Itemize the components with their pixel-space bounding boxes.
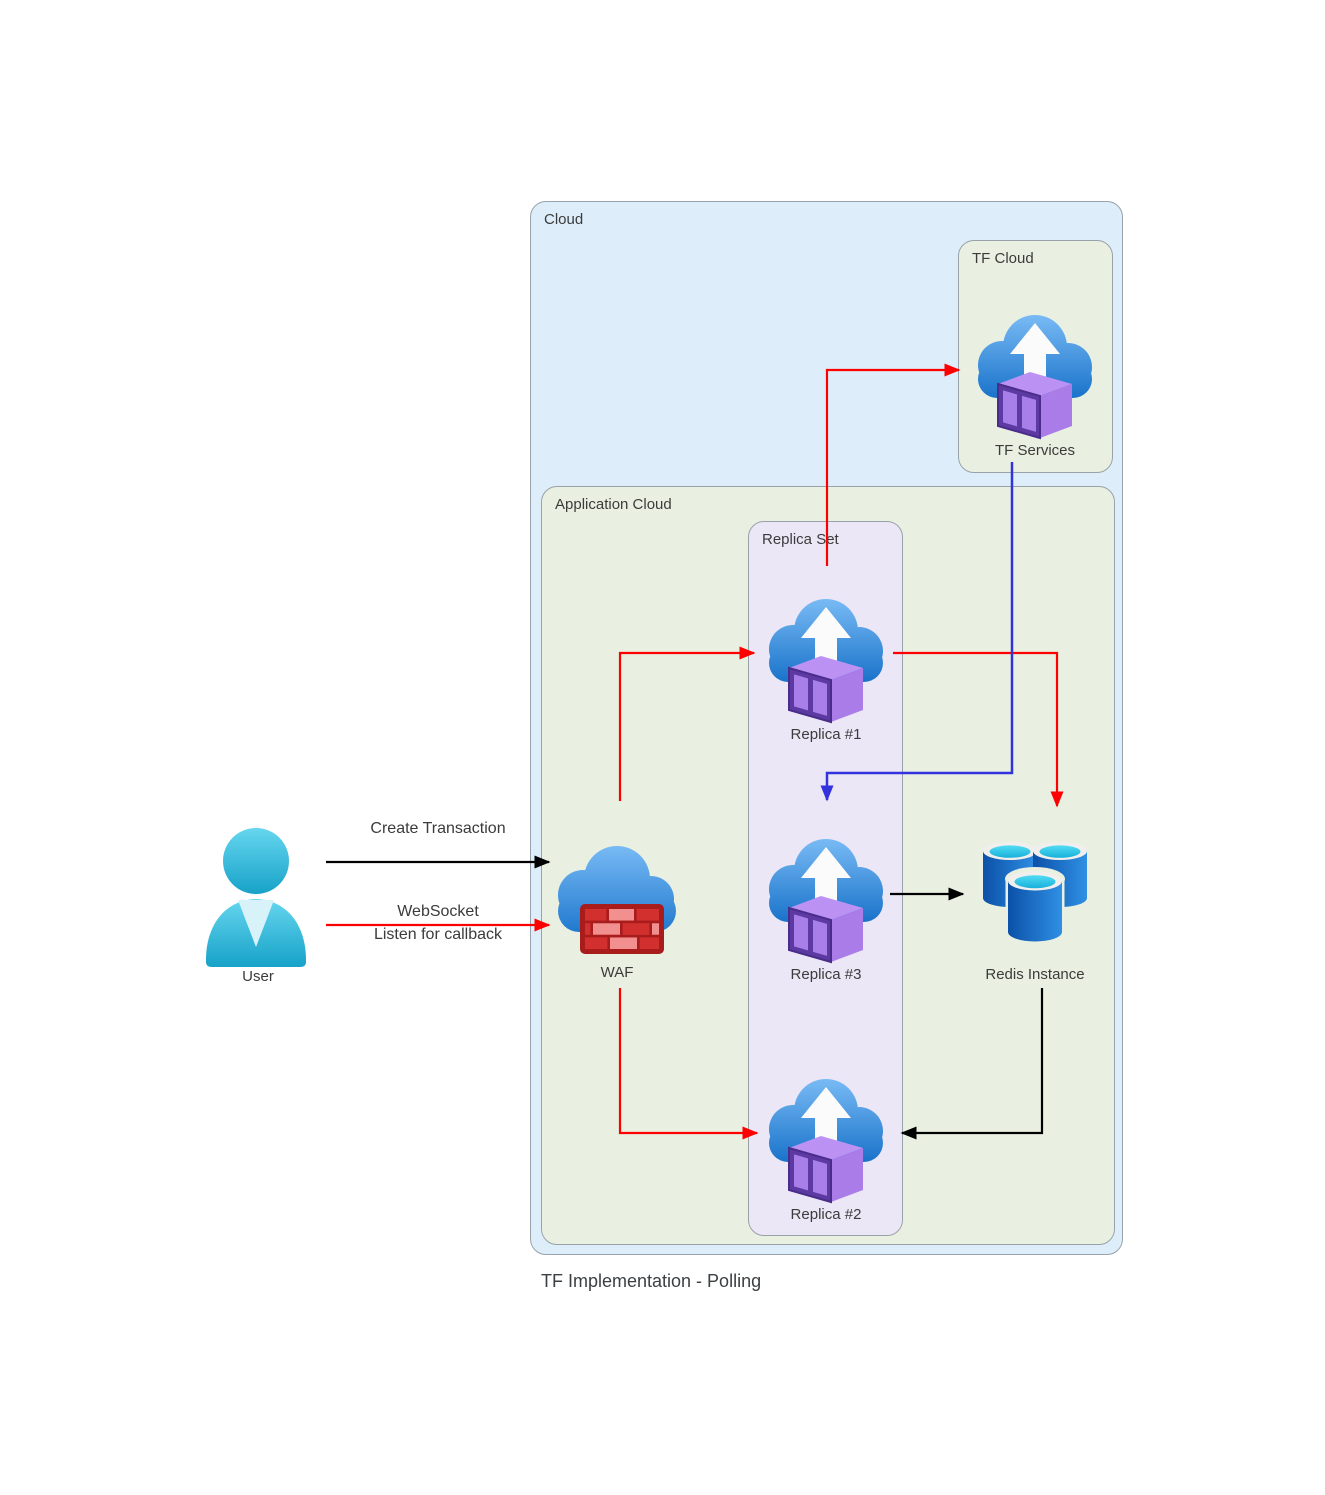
replica-1-caption: Replica #1 xyxy=(790,726,862,743)
node-user: User xyxy=(188,826,328,985)
waf-caption: WAF xyxy=(600,964,634,981)
node-waf: WAF xyxy=(547,838,687,981)
cloud-container-icon xyxy=(765,832,887,964)
replica-3-caption: Replica #3 xyxy=(790,966,862,983)
create-transaction-label: Create Transaction xyxy=(370,820,506,837)
replica-2-caption: Replica #2 xyxy=(790,1206,862,1223)
node-replica-1: Replica #1 xyxy=(756,592,896,743)
websocket-label: WebSocket xyxy=(397,903,479,920)
diagram-title: TF Implementation - Polling xyxy=(541,1271,762,1291)
node-replica-3: Replica #3 xyxy=(756,832,896,983)
cloud-container-icon xyxy=(765,592,887,724)
node-redis-instance: Redis Instance xyxy=(965,838,1105,983)
cloud-label: Cloud xyxy=(544,211,584,228)
user-caption: User xyxy=(242,968,274,985)
person-icon xyxy=(193,826,323,968)
listen-for-callback-label: Listen for callback xyxy=(373,926,503,943)
redis-instance-caption: Redis Instance xyxy=(985,966,1085,983)
tf-services-caption: TF Services xyxy=(994,442,1075,459)
node-replica-2: Replica #2 xyxy=(756,1072,896,1223)
cloud-container-icon xyxy=(974,308,1096,440)
cloud-container-icon xyxy=(765,1072,887,1204)
cloud-firewall-icon xyxy=(552,838,682,956)
application-cloud-label: Application Cloud xyxy=(555,496,672,513)
replica-set-label: Replica Set xyxy=(762,531,839,548)
tf-cloud-label: TF Cloud xyxy=(972,250,1034,267)
node-tf-services: TF Services xyxy=(965,308,1105,459)
database-cylinders-icon xyxy=(970,838,1100,948)
